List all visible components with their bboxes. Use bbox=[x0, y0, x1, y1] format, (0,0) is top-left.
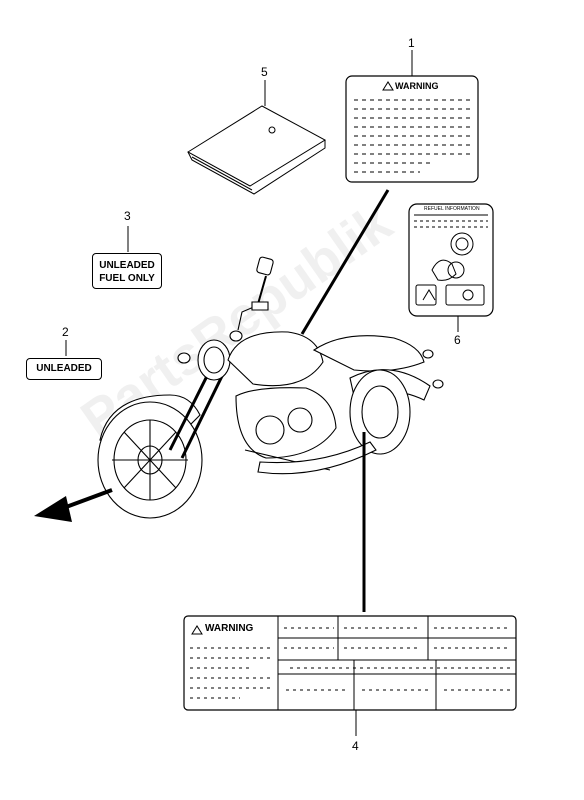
part-5-manual-drawing bbox=[187, 105, 327, 195]
refuel-information-text: REFUEL INFORMATION bbox=[424, 206, 480, 212]
part-1-warning-label-drawing bbox=[345, 75, 479, 183]
callout-4: 4 bbox=[352, 739, 359, 753]
callout-1: 1 bbox=[408, 36, 415, 50]
callout-5: 5 bbox=[261, 65, 268, 79]
unleaded-fuel-only-line-1: UNLEADED bbox=[99, 260, 155, 271]
arrow-to-frame bbox=[300, 189, 390, 335]
callout-2: 2 bbox=[62, 325, 69, 339]
warning-text-1: WARNING bbox=[395, 81, 439, 91]
callout-6: 6 bbox=[454, 333, 461, 347]
motorcycle-drawing bbox=[97, 256, 444, 519]
part-4-warning-label-drawing bbox=[183, 615, 517, 711]
front-direction-arrow bbox=[34, 488, 113, 522]
warning-text-4: WARNING bbox=[205, 623, 254, 634]
unleaded-fuel-only-line-2: FUEL ONLY bbox=[99, 273, 155, 284]
unleaded-fuel-only-label: UNLEADED FUEL ONLY bbox=[92, 253, 162, 289]
callout-3: 3 bbox=[124, 209, 131, 223]
part-6-refuel-label-drawing bbox=[408, 203, 494, 317]
unleaded-label: UNLEADED bbox=[26, 358, 102, 380]
